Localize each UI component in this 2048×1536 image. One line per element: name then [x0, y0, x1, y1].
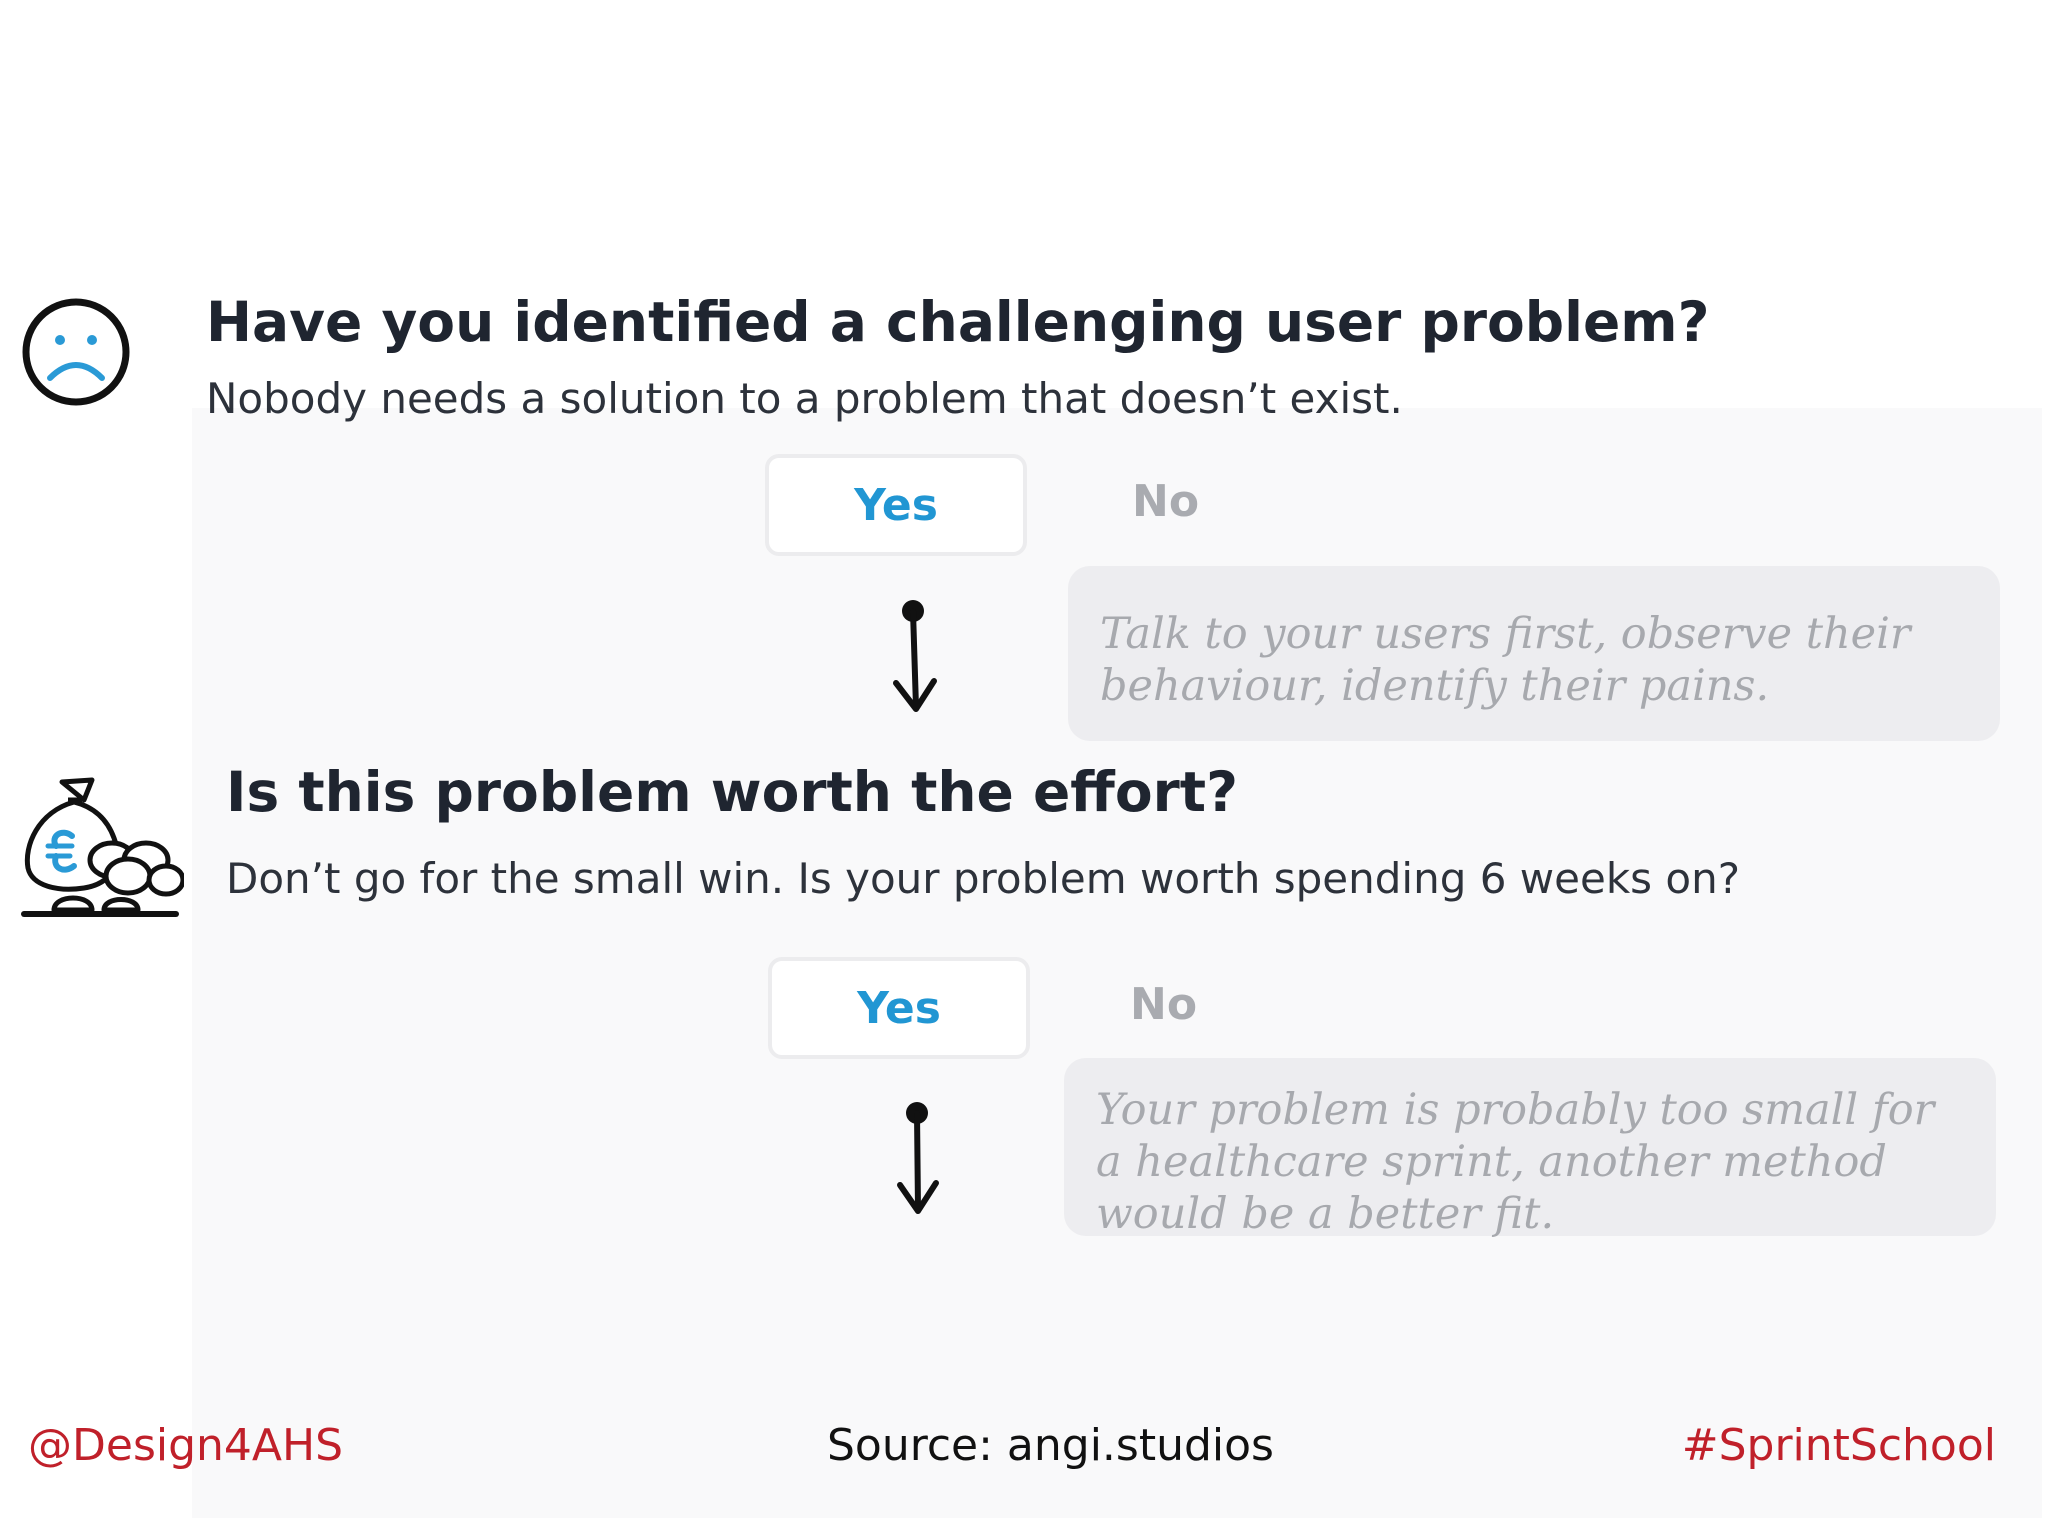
note-line: Your problem is probably too small for — [1096, 1085, 1935, 1135]
source-credit: Source: angi.studios — [827, 1420, 1274, 1471]
question-2-no-button[interactable]: No — [1130, 979, 1198, 1030]
note-line: behaviour, identify their pains. — [1100, 661, 1770, 711]
note-line: a healthcare sprint, another method — [1096, 1137, 1887, 1187]
question-2-yes-button[interactable]: Yes — [768, 957, 1030, 1059]
question-1-yes-button[interactable]: Yes — [765, 454, 1027, 556]
hashtag: #SprintSchool — [1681, 1420, 1996, 1471]
question-2-down-arrow — [897, 1102, 939, 1214]
question-2-no-note: Your problem is probably too small for a… — [1064, 1058, 1996, 1239]
question-1-no-button[interactable]: No — [1132, 476, 1200, 527]
note-line: would be a better fit. — [1096, 1189, 1555, 1239]
note-line: Talk to your users first, observe their — [1100, 609, 1911, 659]
twitter-handle: @Design4AHS — [28, 1420, 344, 1471]
question-1-down-arrow — [893, 600, 937, 712]
question-1-title: Have you identified a challenging user p… — [206, 290, 1710, 354]
question-1-subtitle: Nobody needs a solution to a problem tha… — [206, 374, 1403, 423]
question-2-subtitle: Don’t go for the small win. Is your prob… — [226, 854, 1740, 903]
money-bag-coins-icon — [21, 777, 184, 917]
question-1-no-note: Talk to your users first, observe their … — [1068, 566, 2000, 741]
question-2-title: Is this problem worth the effort? — [226, 760, 1238, 824]
sad-face-icon — [22, 298, 130, 406]
